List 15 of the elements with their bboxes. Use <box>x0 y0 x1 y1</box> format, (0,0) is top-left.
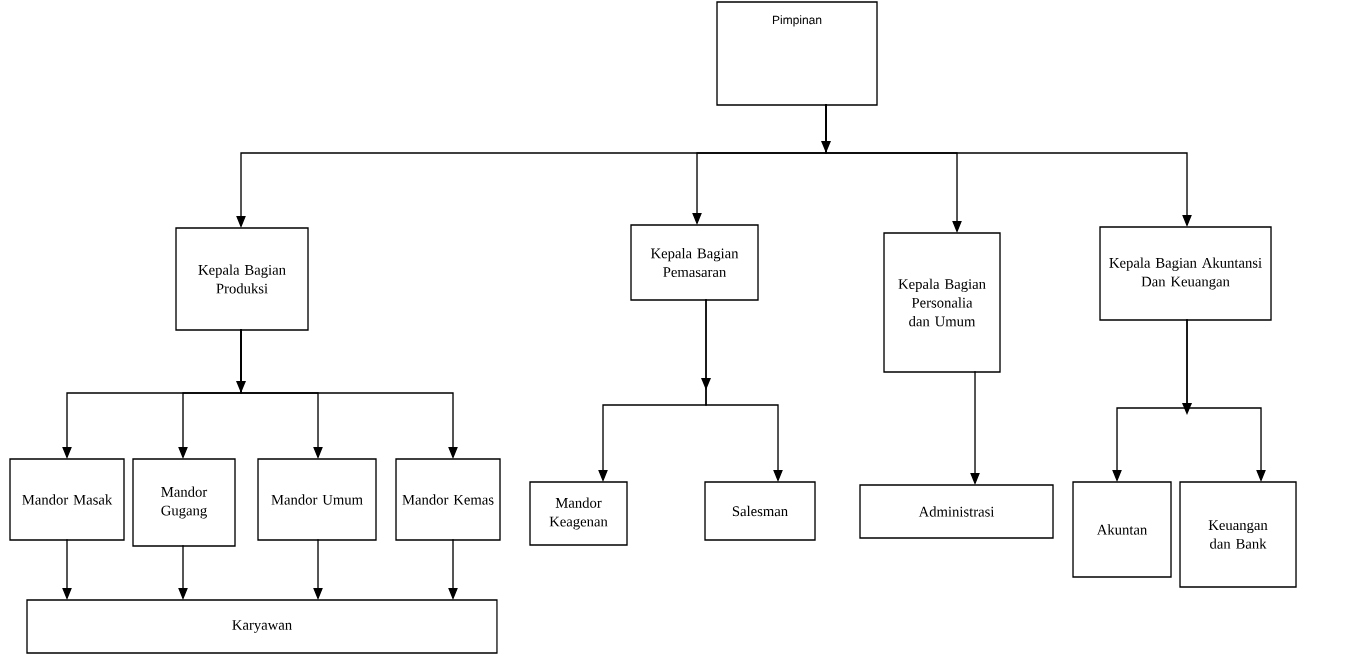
org-box: Administrasi <box>859 484 1054 539</box>
org-box: Mandor Kemas <box>395 458 501 541</box>
org-box: Mandor Keagenan <box>529 481 628 546</box>
org-box: Karyawan <box>26 599 498 654</box>
org-box: Pimpinan <box>716 1 878 106</box>
org-box: Mandor Masak <box>9 458 125 541</box>
org-box: Salesman <box>704 481 816 541</box>
org-box: Kepala Bagian Akuntansi Dan Keuangan <box>1099 226 1272 321</box>
org-box: Keuangan dan Bank <box>1179 481 1297 588</box>
org-box: Kepala Bagian Pemasaran <box>630 224 759 301</box>
org-box: Kepala Bagian Produksi <box>175 227 309 331</box>
org-box: Mandor Umum <box>257 458 377 541</box>
org-box: Kepala Bagian Personalia dan Umum <box>883 232 1001 373</box>
org-box: Mandor Gugang <box>132 458 236 547</box>
org-box: Akuntan <box>1072 481 1172 578</box>
